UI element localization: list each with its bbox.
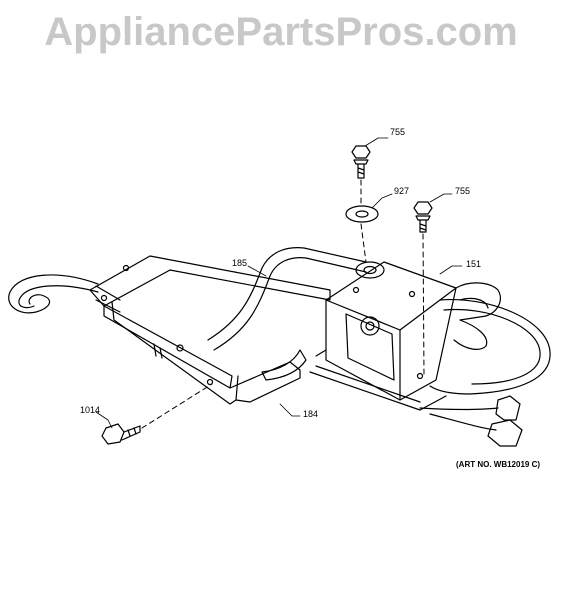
part-label-755-top: 755 bbox=[390, 127, 406, 137]
leader-lines bbox=[95, 137, 463, 429]
strap-185 bbox=[207, 247, 385, 381]
part-label-184: 184 bbox=[303, 409, 319, 419]
screw-755-right bbox=[413, 201, 433, 233]
bracket-184 bbox=[89, 255, 331, 405]
part-label-1014: 1014 bbox=[80, 405, 101, 415]
assembly-lines bbox=[141, 179, 425, 429]
art-number: (ART NO. WB12019 C) bbox=[456, 460, 541, 469]
motor-assembly-151 bbox=[309, 261, 551, 447]
watermark-text: AppliancePartsPros.com bbox=[44, 10, 518, 54]
screw-1014 bbox=[101, 423, 141, 445]
part-label-755-right: 755 bbox=[455, 186, 471, 196]
part-label-185: 185 bbox=[232, 258, 248, 268]
part-label-927: 927 bbox=[394, 186, 410, 196]
screw-755-top bbox=[351, 145, 371, 179]
washer-927 bbox=[345, 205, 379, 223]
part-label-151: 151 bbox=[466, 259, 482, 269]
wire-hook bbox=[8, 274, 99, 314]
